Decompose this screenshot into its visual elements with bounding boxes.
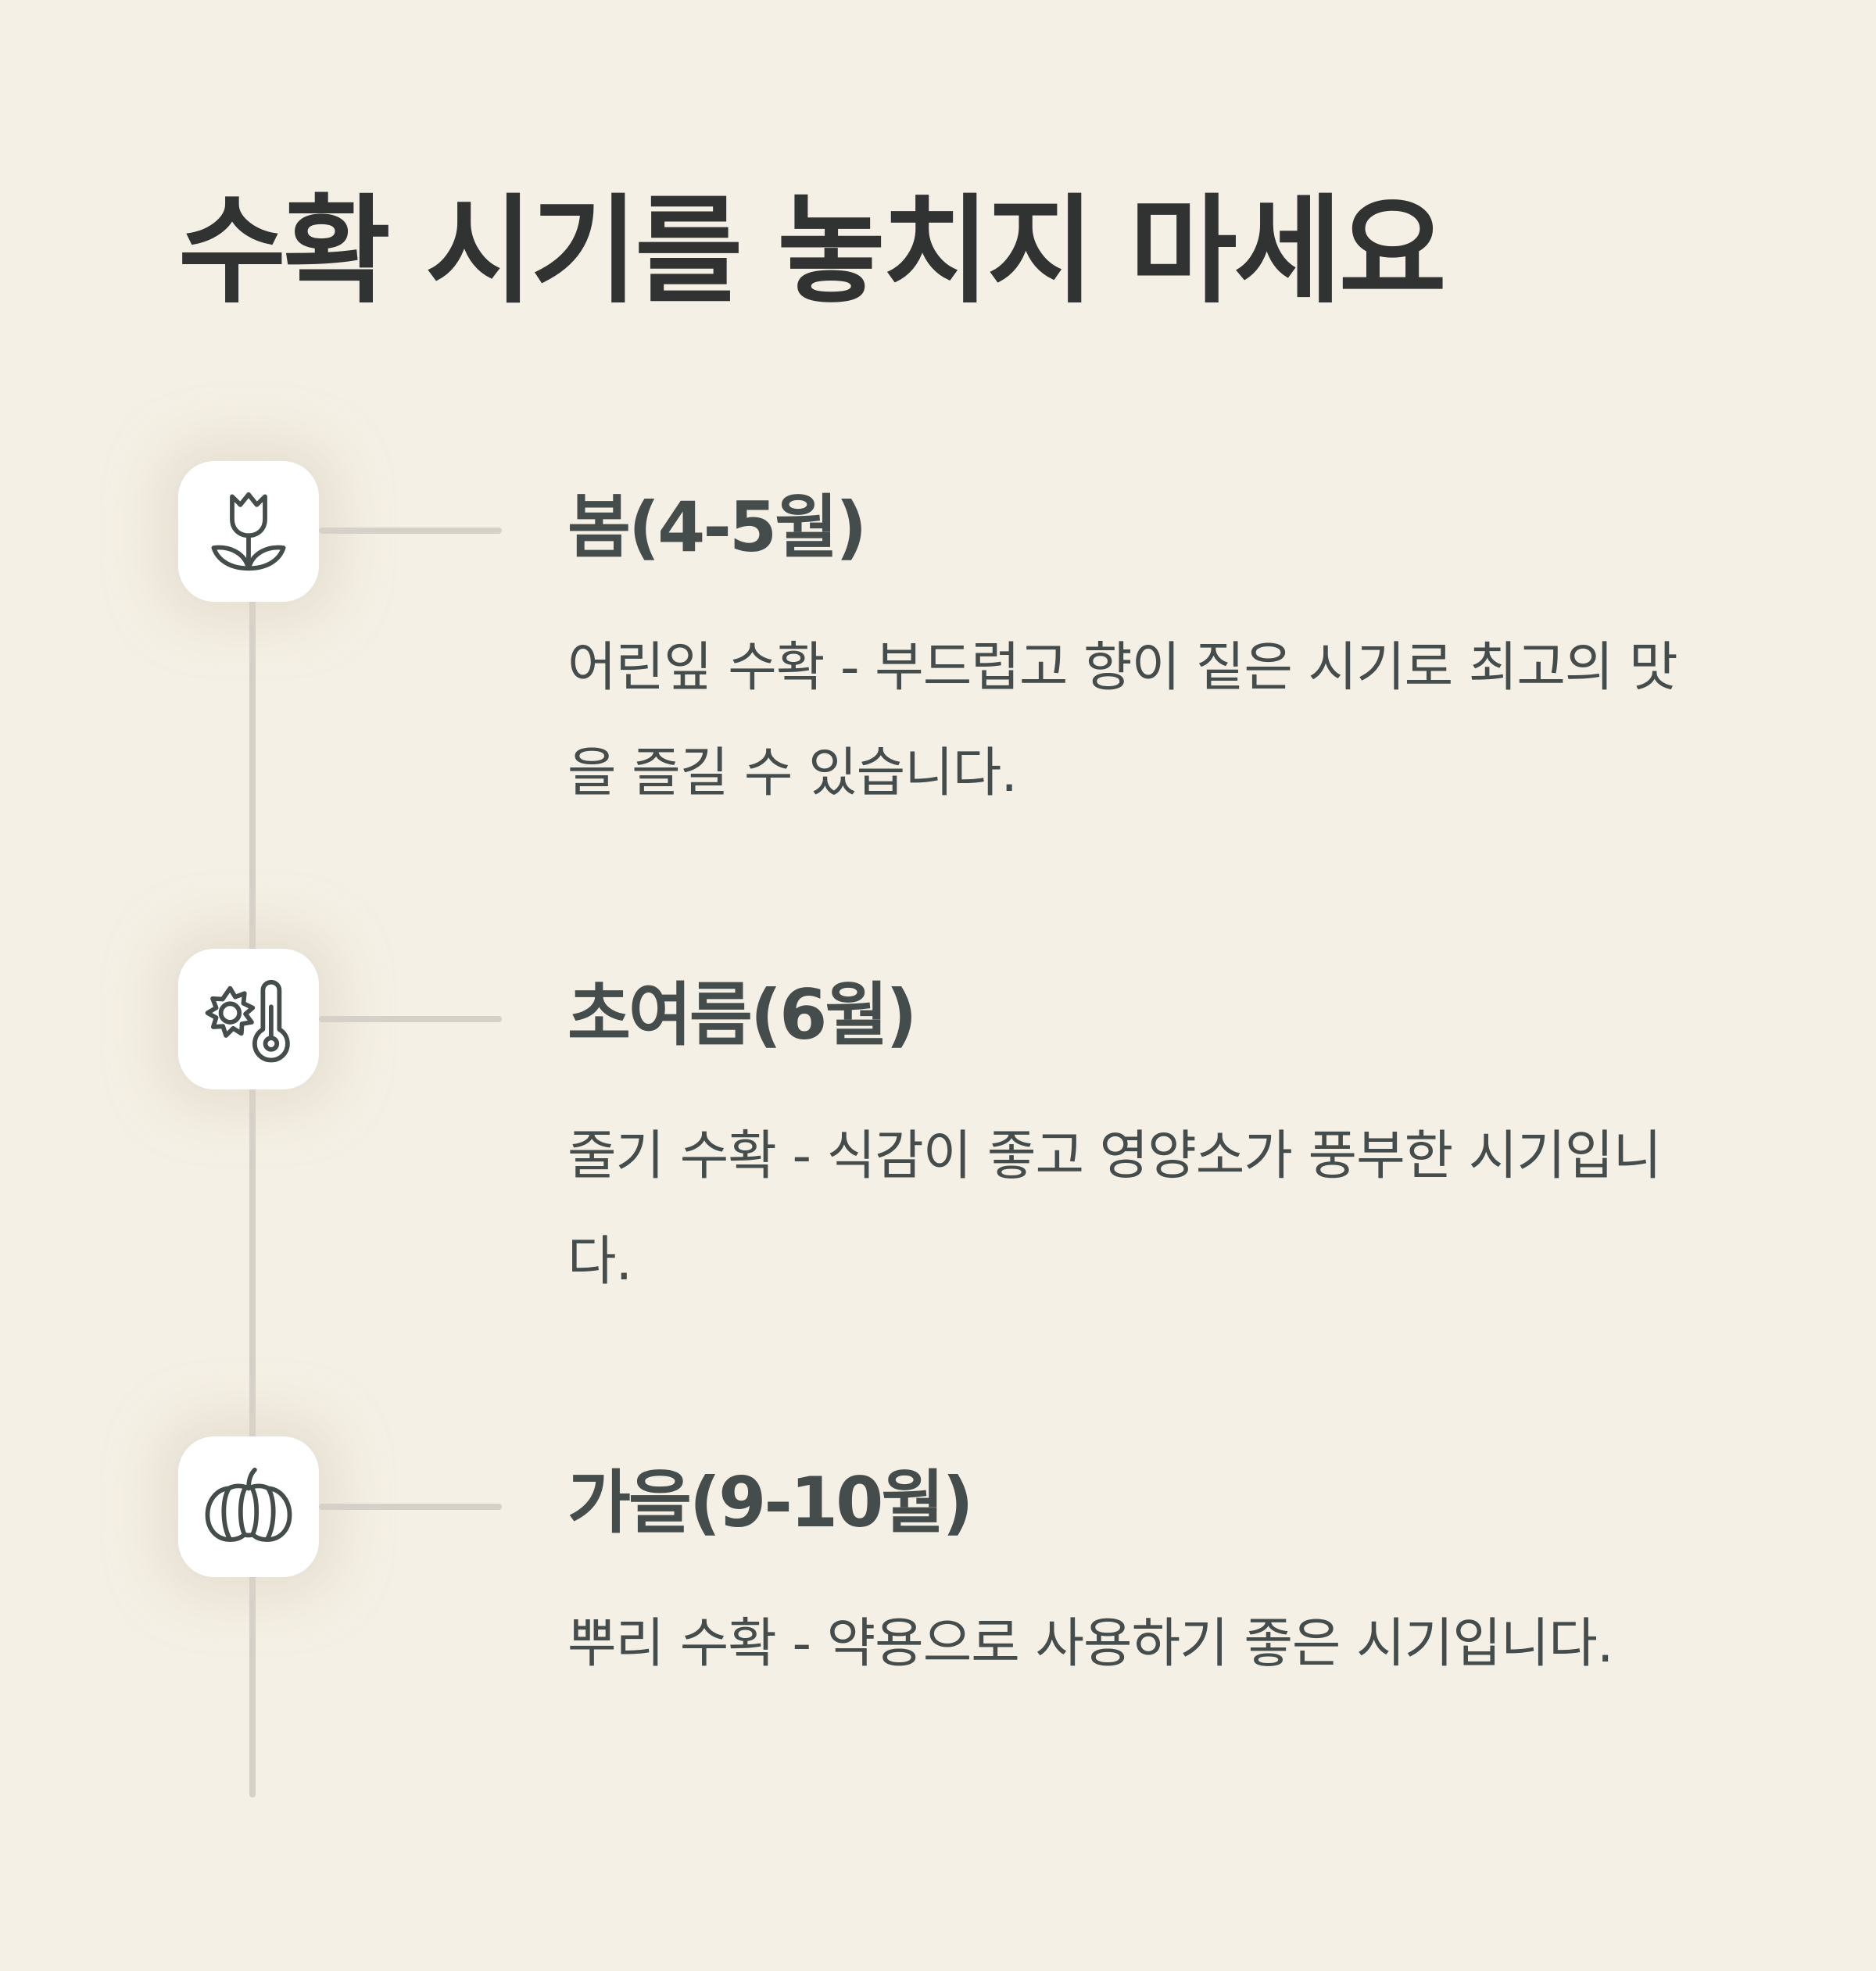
page-title: 수확 시기를 놓치지 마세요 xyxy=(178,184,1447,320)
connector-line xyxy=(319,528,502,534)
pumpkin-icon xyxy=(205,1467,292,1542)
season-icon-box-spring xyxy=(178,461,319,602)
season-title: 가을(9-10월) xyxy=(567,1462,974,1543)
season-title: 초여름(6월) xyxy=(567,975,918,1055)
season-title: 봄(4-5월) xyxy=(567,487,867,567)
connector-line xyxy=(319,1016,502,1022)
season-description: 뿌리 수확 - 약용으로 사용하기 좋은 시기입니다. xyxy=(567,1613,1614,1675)
season-description: 줄기 수확 - 식감이 좋고 영양소가 풍부한 시기입니다. xyxy=(567,1125,1662,1293)
season-icon-box-early-summer xyxy=(178,949,319,1089)
sun-thermometer-icon xyxy=(205,979,290,1063)
connector-line xyxy=(319,1504,502,1510)
timeline-line xyxy=(249,531,256,1798)
season-icon-box-autumn xyxy=(178,1436,319,1577)
season-description: 어린잎 수확 - 부드럽고 향이 짙은 시기로 최고의 맛을 즐길 수 있습니다… xyxy=(567,637,1678,804)
tulip-icon xyxy=(211,492,286,571)
